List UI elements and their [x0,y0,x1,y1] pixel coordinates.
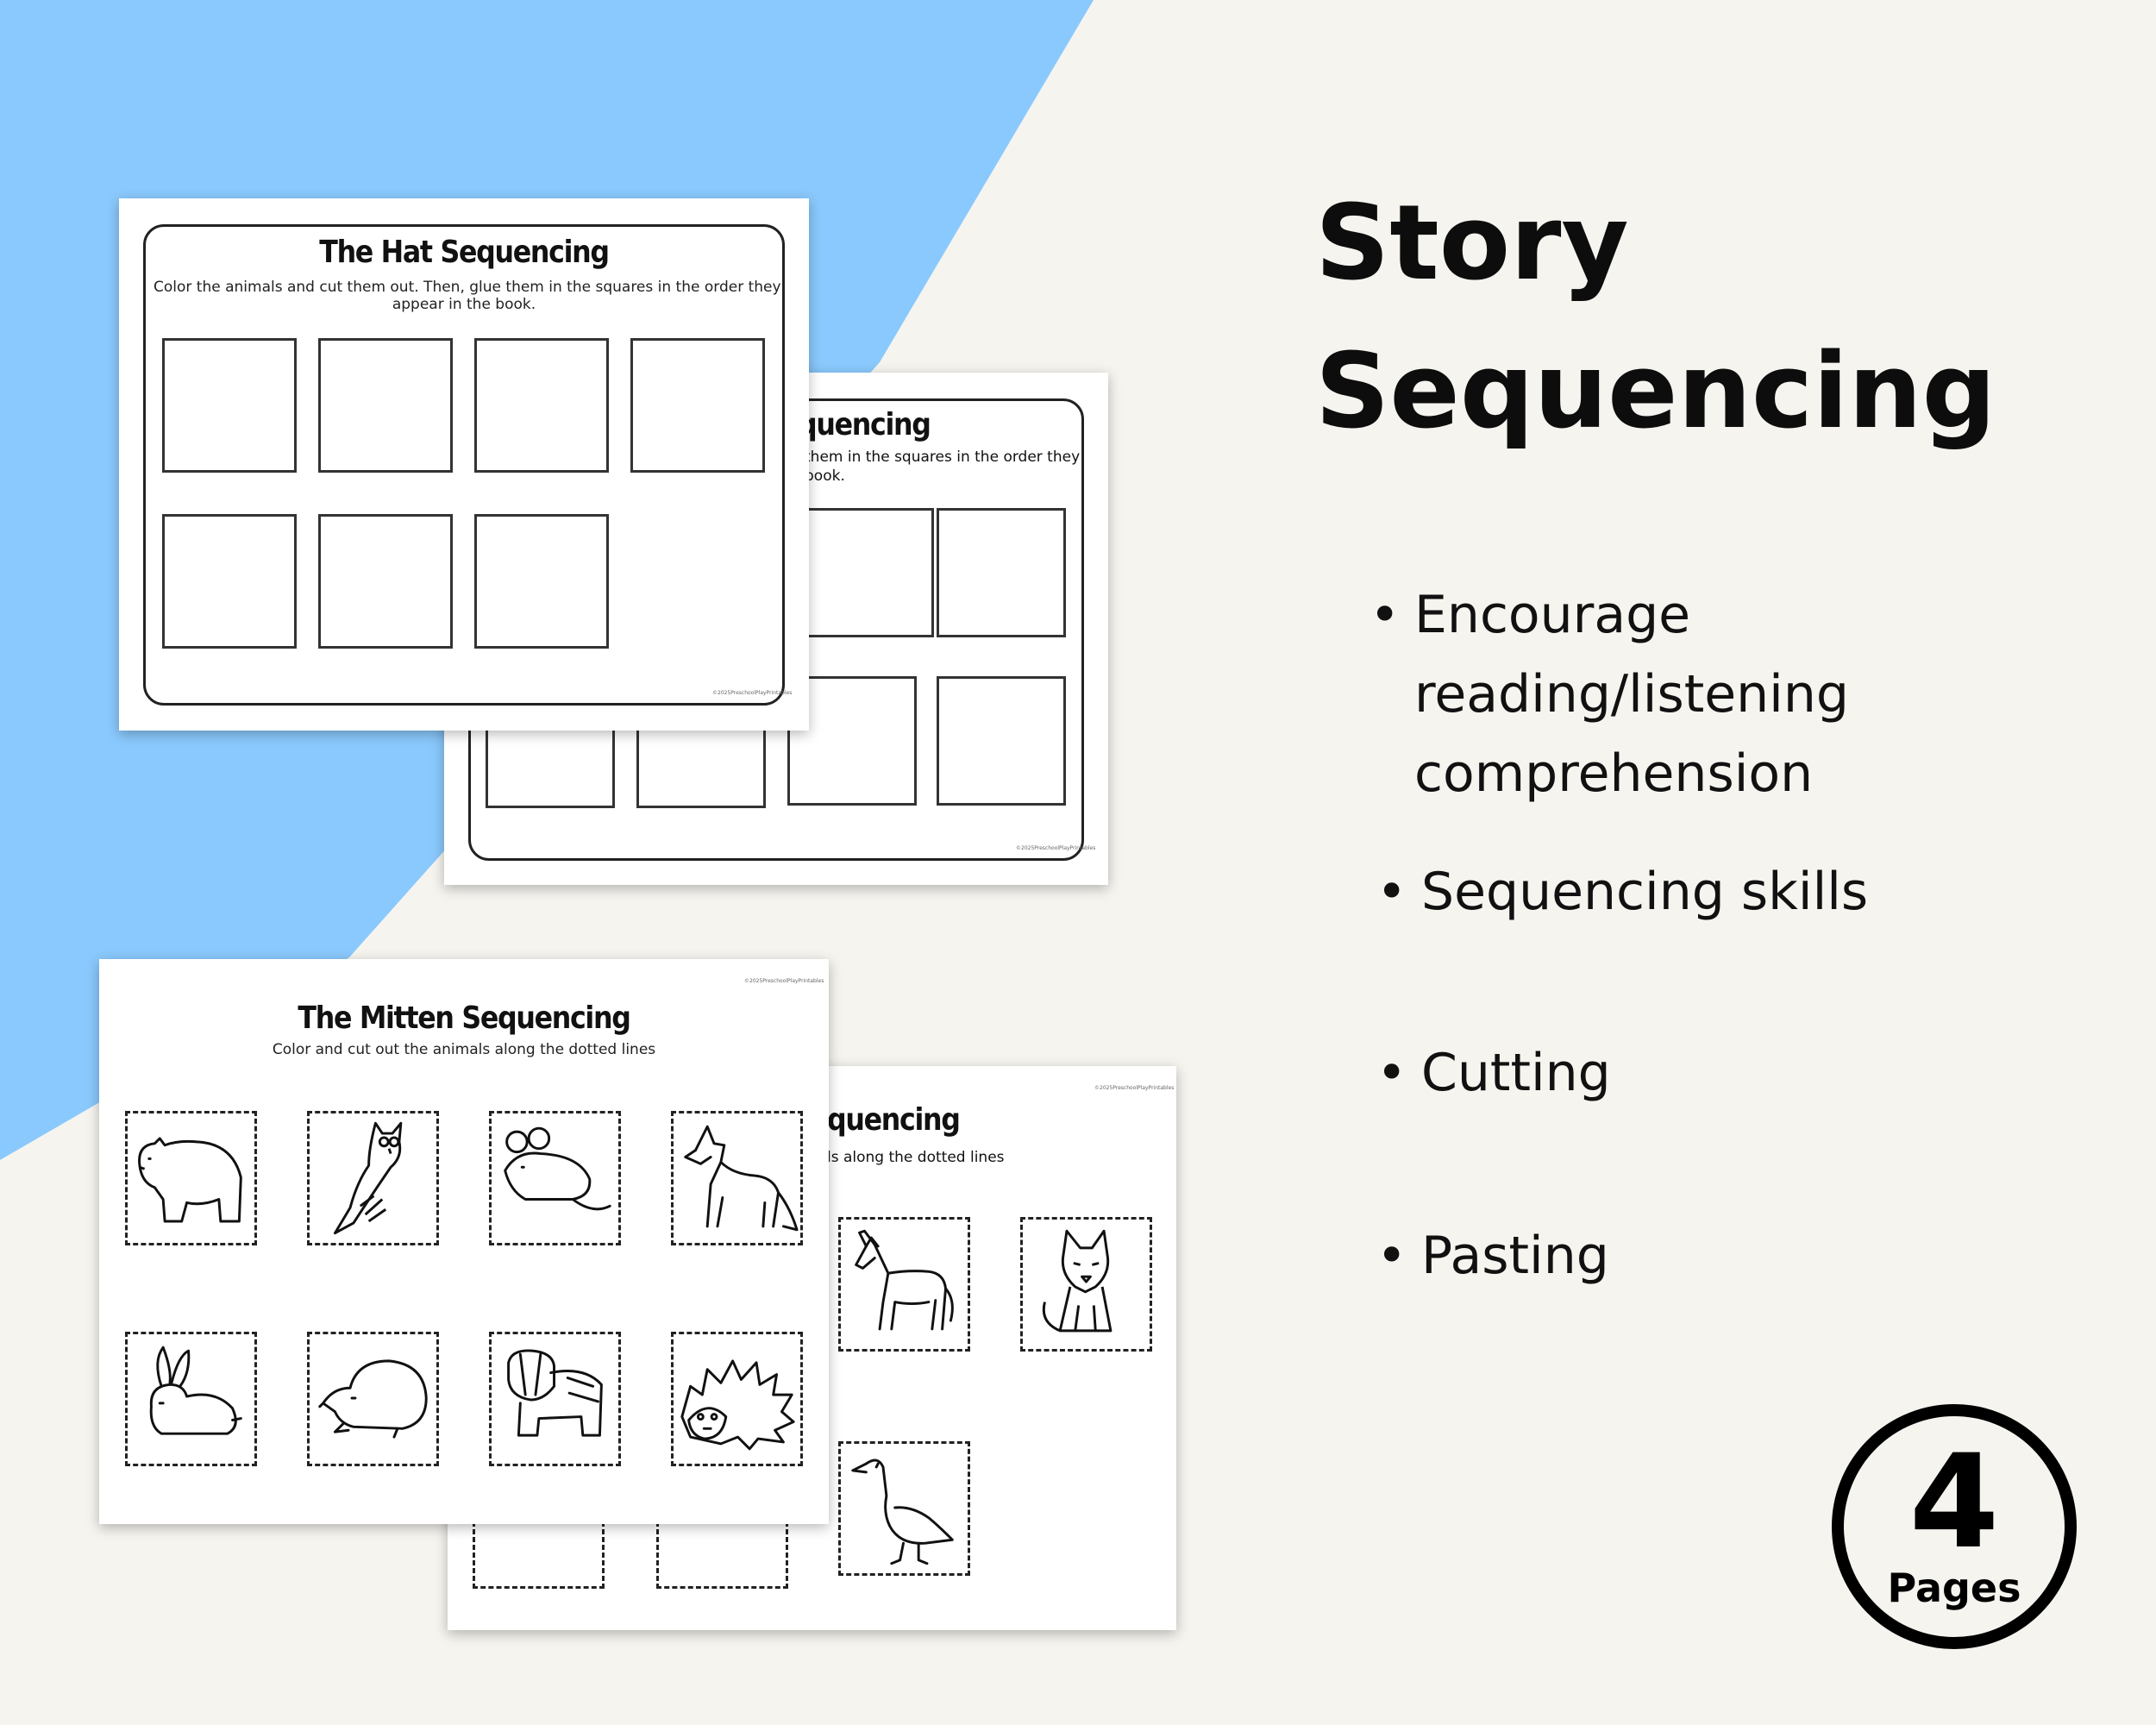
fox-icon [684,1125,799,1232]
bullet-dot-icon: • [1376,1043,1407,1103]
rabbit-icon [149,1346,242,1435]
cutout-horse [838,1217,970,1352]
heading-line-2: Sequencing [1315,332,1996,452]
worksheet-title: The Mitten Sequencing [298,1000,630,1036]
mouse-icon [504,1126,611,1211]
glue-square [787,676,917,806]
worksheet-instruction: Color the animals and cut them out. Then… [154,279,781,296]
glue-square [805,508,934,637]
glue-square [162,338,297,473]
worksheet-instruction: book. [805,467,845,485]
glue-square [474,514,609,649]
badger-icon [507,1349,603,1437]
copyright-text: ©2025PreschoolPlayPrintables [1094,1085,1175,1091]
cutout-badger [489,1332,621,1466]
horse-icon [855,1229,954,1331]
copyright-text: ©2025PreschoolPlayPrintables [1016,845,1096,851]
cutout-mouse [489,1111,621,1245]
bullet-dot-icon: • [1369,585,1401,645]
bullet-dot-icon: • [1376,862,1407,922]
worksheet-mitten: ©2025PreschoolPlayPrintables The Mitten … [99,959,829,1524]
worksheet-instruction: them in the squares in the order they [805,448,1081,466]
hedgehog-icon [680,1359,795,1451]
worksheet-instruction: Color and cut out the animals along the … [272,1041,656,1058]
cutout-wolf [1020,1217,1152,1352]
bear-icon [138,1137,242,1223]
goose-icon [851,1458,954,1565]
bullet-text-line: Pasting [1421,1226,1609,1286]
cutout-mole [307,1332,439,1466]
cutout-fox [671,1111,803,1245]
cutout-bear [125,1111,257,1245]
bullet-item: • Cutting [1376,1033,1611,1113]
heading-line-1: Story [1315,184,1629,304]
glue-square [318,514,453,649]
page-count-number: 4 [1908,1427,2000,1578]
worksheet-title-fragment: quencing [798,407,931,442]
worksheet-instruction: ls along the dotted lines [827,1149,1005,1166]
glue-square [318,338,453,473]
bullet-dot-icon: • [1376,1226,1407,1286]
page-count-badge: 4 Pages [1832,1404,2077,1649]
wolf-icon [1042,1229,1112,1333]
bullet-text-line: reading/listening [1414,664,1849,724]
bullet-item: • Sequencing skills [1376,852,1869,932]
glue-square [474,338,609,473]
cutout-rabbit [125,1332,257,1466]
glue-square [630,338,765,473]
bullet-text-line: Sequencing skills [1421,862,1869,922]
worksheet-instruction: appear in the book. [392,296,536,313]
bullet-text-line: comprehension [1414,743,1814,804]
worksheet-frame [143,224,785,706]
glue-square [162,514,297,649]
bullet-text-line: Cutting [1421,1043,1611,1103]
glue-square [937,676,1066,806]
worksheet-hat: The Hat Sequencing Color the animals and… [119,198,809,731]
bullet-item: • Pasting [1376,1216,1609,1295]
copyright-text: ©2025PreschoolPlayPrintables [712,690,793,696]
worksheet-title-fragment: quencing [827,1102,961,1138]
cutout-goose [838,1441,970,1576]
mole-icon [318,1359,428,1439]
owl-icon [333,1121,403,1235]
bullet-text-line: Encourage [1414,585,1691,645]
bullet-item: • Encourage reading/listening comprehens… [1369,575,1849,813]
page-count-label: Pages [1887,1565,2021,1611]
glue-square [937,508,1066,637]
cutout-owl [307,1111,439,1245]
copyright-text: ©2025PreschoolPlayPrintables [744,978,824,984]
cutout-hedgehog [671,1332,803,1466]
worksheet-title: The Hat Sequencing [319,235,610,270]
